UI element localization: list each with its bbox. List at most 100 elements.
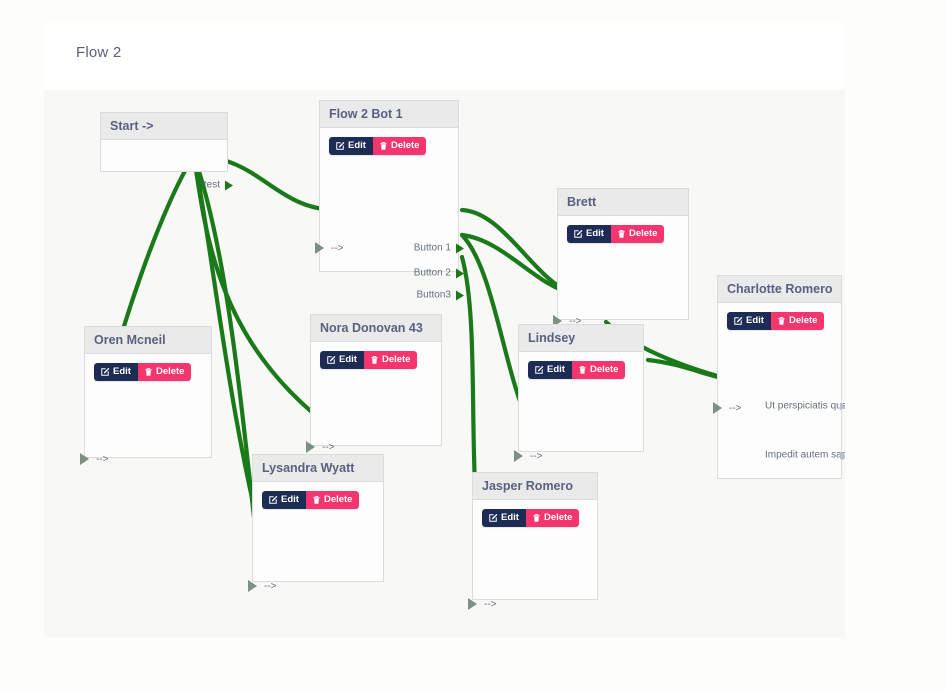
output-port-label: Ut perspiciatis qua bbox=[765, 400, 845, 412]
input-port-label: --> bbox=[729, 402, 742, 414]
edit-button-label: Edit bbox=[113, 366, 131, 378]
triangle-right-icon bbox=[456, 268, 464, 278]
pencil-square-icon bbox=[335, 141, 345, 151]
node-input-port[interactable]: --> bbox=[713, 402, 742, 414]
delete-button[interactable]: Delete bbox=[770, 312, 825, 330]
triangle-right-icon bbox=[456, 243, 464, 253]
trash-icon bbox=[617, 229, 626, 239]
flow-node-start[interactable]: Start ->test bbox=[100, 112, 233, 191]
node-actions: Edit Delete bbox=[528, 361, 626, 379]
node-title: Nora Donovan 43 bbox=[311, 315, 441, 342]
node-actions: Edit Delete bbox=[94, 363, 192, 381]
output-port-label: test bbox=[203, 179, 220, 191]
trash-icon bbox=[578, 365, 587, 375]
edit-button[interactable]: Edit bbox=[262, 491, 306, 509]
triangle-right-icon bbox=[225, 180, 233, 190]
node-output-port[interactable]: Button3 bbox=[416, 289, 464, 301]
triangle-right-icon bbox=[553, 315, 562, 327]
flow-header-bar: Flow 2 bbox=[44, 22, 845, 90]
node-input-port[interactable]: --> bbox=[315, 242, 344, 254]
pencil-square-icon bbox=[326, 355, 336, 365]
node-body: test bbox=[101, 140, 233, 191]
node-output-port[interactable]: Ut perspiciatis qua bbox=[765, 400, 845, 413]
edit-button[interactable]: Edit bbox=[329, 137, 373, 155]
pencil-square-icon bbox=[534, 365, 544, 375]
edit-button-label: Edit bbox=[501, 512, 519, 524]
node-title: Flow 2 Bot 1 bbox=[320, 101, 458, 128]
edit-button-label: Edit bbox=[281, 494, 299, 506]
output-port-label: Button 2 bbox=[413, 267, 451, 279]
delete-button[interactable]: Delete bbox=[305, 491, 360, 509]
node-output-port[interactable]: Impedit autem sapie bbox=[765, 449, 845, 462]
delete-button[interactable]: Delete bbox=[525, 509, 580, 527]
flow-edge[interactable] bbox=[191, 153, 328, 426]
node-output-port[interactable]: Button 2 bbox=[413, 267, 464, 279]
node-input-port[interactable]: --> bbox=[306, 441, 335, 453]
triangle-right-icon bbox=[713, 402, 722, 414]
node-input-port[interactable]: --> bbox=[80, 453, 109, 465]
triangle-right-icon bbox=[248, 580, 257, 592]
node-actions: Edit Delete bbox=[567, 225, 665, 243]
edit-button-label: Edit bbox=[547, 364, 565, 376]
triangle-right-icon bbox=[840, 451, 845, 459]
edit-button[interactable]: Edit bbox=[320, 351, 364, 369]
node-body: Edit Delete --> bbox=[514, 352, 643, 462]
page-title: Flow 2 bbox=[76, 44, 122, 61]
node-body: Edit Delete --> bbox=[248, 482, 383, 592]
flow-edge[interactable] bbox=[459, 232, 575, 296]
triangle-right-icon bbox=[456, 290, 464, 300]
node-input-port[interactable]: --> bbox=[514, 450, 543, 462]
input-port-label: --> bbox=[331, 242, 344, 254]
node-input-port[interactable]: --> bbox=[248, 580, 277, 592]
node-input-port[interactable]: --> bbox=[553, 315, 582, 327]
delete-button[interactable]: Delete bbox=[137, 363, 192, 381]
node-title: Lysandra Wyatt bbox=[253, 455, 383, 482]
node-body: Edit Delete --> bbox=[468, 500, 597, 610]
node-output-port[interactable]: Button 1 bbox=[414, 243, 464, 254]
delete-button[interactable]: Delete bbox=[372, 137, 427, 155]
edit-button[interactable]: Edit bbox=[482, 509, 526, 527]
edit-button-label: Edit bbox=[348, 140, 366, 152]
node-input-port[interactable]: --> bbox=[468, 598, 497, 610]
delete-button-label: Delete bbox=[543, 512, 573, 524]
edit-button[interactable]: Edit bbox=[727, 312, 771, 330]
flow-edge[interactable] bbox=[459, 207, 575, 296]
edit-button[interactable]: Edit bbox=[567, 225, 611, 243]
delete-button[interactable]: Delete bbox=[363, 351, 418, 369]
trash-icon bbox=[532, 513, 541, 523]
triangle-right-icon bbox=[306, 441, 315, 453]
node-title: Lindsey bbox=[519, 325, 643, 352]
output-port-label: Button3 bbox=[416, 289, 451, 301]
input-port-label: --> bbox=[569, 315, 582, 327]
input-port-label: --> bbox=[530, 450, 543, 462]
flow-node-flow2bot1[interactable]: Flow 2 Bot 1 Edit Delete --> Button 1 Button … bbox=[315, 100, 464, 301]
delete-button-label: Delete bbox=[628, 228, 658, 240]
node-actions: Edit Delete bbox=[482, 509, 580, 527]
node-actions: Edit Delete bbox=[262, 491, 360, 509]
triangle-right-icon bbox=[315, 242, 324, 254]
node-output-port[interactable]: test bbox=[203, 179, 233, 191]
node-title: Charlotte Romero bbox=[718, 276, 841, 303]
delete-button[interactable]: Delete bbox=[571, 361, 626, 379]
edit-button[interactable]: Edit bbox=[528, 361, 572, 379]
delete-button-label: Delete bbox=[155, 366, 185, 378]
trash-icon bbox=[379, 141, 388, 151]
input-port-label: --> bbox=[96, 453, 109, 465]
node-title: Brett bbox=[558, 189, 688, 216]
edit-button[interactable]: Edit bbox=[94, 363, 138, 381]
delete-button[interactable]: Delete bbox=[610, 225, 665, 243]
pencil-square-icon bbox=[733, 316, 743, 326]
delete-button-label: Delete bbox=[589, 364, 619, 376]
